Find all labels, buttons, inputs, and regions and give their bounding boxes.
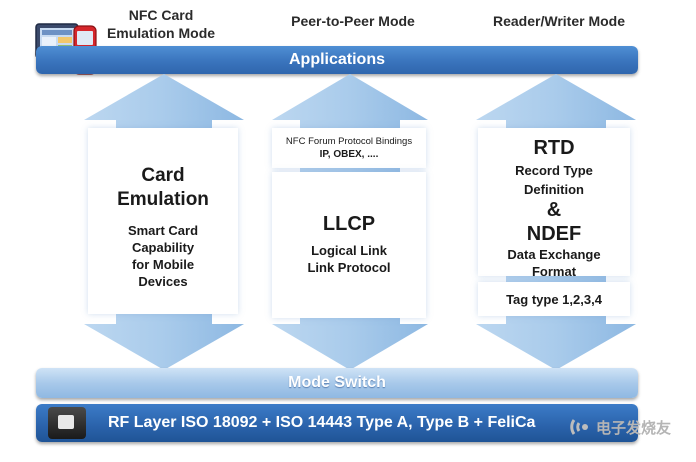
watermark-logo: 电子发烧友: [570, 408, 688, 448]
mode-title-peer-to-peer: Peer-to-Peer Mode: [291, 13, 415, 29]
ndef-desc-line2: Format: [531, 264, 577, 279]
llcp-title: LLCP: [322, 213, 376, 235]
card-emulation-desc-line4: Devices: [138, 274, 188, 289]
rtd-ndef-box: RTD Record Type Definition & NDEF Data E…: [478, 128, 630, 279]
logo-signal-icon: [570, 419, 588, 435]
card-emulation-desc-line2: Capability: [131, 240, 195, 255]
llcp-desc-line2: Link Protocol: [307, 260, 391, 275]
mode-switch-bar: Mode Switch: [36, 368, 638, 398]
card-emulation-desc-line3: for Mobile: [131, 257, 195, 272]
card-emulation-title-line2: Emulation: [117, 189, 209, 210]
rf-layer-label: RF Layer ISO 18092 + ISO 14443 Type A, T…: [108, 414, 536, 431]
rf-layer-bar: RF Layer ISO 18092 + ISO 14443 Type A, T…: [36, 404, 638, 442]
rtd-title: RTD: [533, 137, 575, 159]
ndef-desc-line1: Data Exchange: [507, 247, 601, 262]
mode-title-card-line2: Emulation Mode: [106, 25, 216, 41]
card-emulation-desc-line1: Smart Card: [127, 223, 199, 238]
protocol-bindings-line2: IP, OBEX, ....: [319, 149, 379, 160]
rf-chip-icon: [48, 407, 86, 439]
rtd-desc-line1: Record Type: [515, 163, 593, 178]
mode-title-reader-writer: Reader/Writer Mode: [493, 13, 625, 29]
llcp-desc-line1: Logical Link: [311, 243, 387, 258]
ampersand: &: [546, 199, 562, 221]
tag-type-label: Tag type 1,2,3,4: [506, 292, 602, 307]
llcp-box: LLCP Logical Link Link Protocol: [272, 172, 426, 318]
rtd-desc-line2: Definition: [524, 182, 584, 197]
tag-type-box: Tag type 1,2,3,4: [478, 282, 630, 316]
protocol-bindings-line1: NFC Forum Protocol Bindings: [285, 136, 413, 147]
watermark-text: 电子发烧友: [596, 419, 672, 437]
applications-label: Applications: [288, 51, 385, 68]
mode-title-card-line1: NFC Card: [128, 7, 194, 23]
card-emulation-title-line1: Card: [141, 165, 185, 186]
mode-switch-label: Mode Switch: [288, 374, 386, 391]
protocol-bindings-box: NFC Forum Protocol Bindings IP, OBEX, ..…: [272, 128, 426, 168]
ndef-title: NDEF: [526, 223, 582, 245]
mode-title-card-emulation: NFC Card Emulation Mode: [96, 6, 226, 42]
applications-bar: Applications: [36, 46, 638, 74]
card-emulation-box: Card Emulation Smart Card Capability for…: [88, 128, 238, 314]
